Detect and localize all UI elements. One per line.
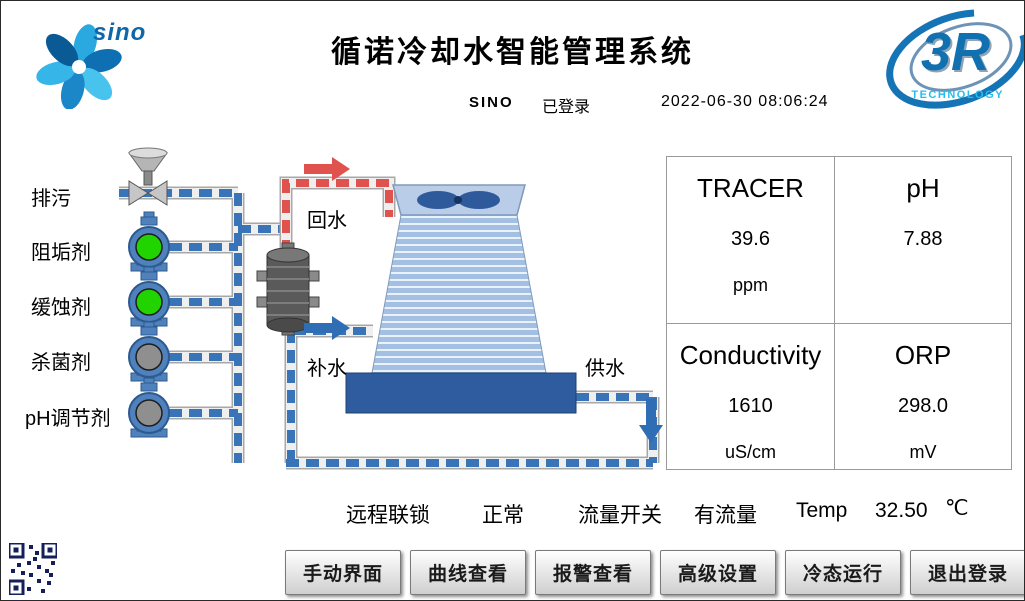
measurement-tracer: TRACER 39.6 ppm <box>667 157 835 324</box>
pump-icon-ph-adjuster <box>128 377 170 438</box>
measurement-unit: mV <box>909 442 937 462</box>
flow-switch-label: 流量开关 <box>578 504 662 527</box>
remote-interlock-value: 正常 <box>482 504 524 527</box>
measurement-value: 298.0 <box>897 395 949 417</box>
pump-icon-corrosion-inhibitor <box>128 266 170 327</box>
label-supply-water: 供水 <box>585 358 625 380</box>
button-curve-view[interactable]: 曲线查看 <box>410 550 526 595</box>
datetime: 2022-06-30 08:06:24 <box>661 93 829 110</box>
button-logout[interactable]: 退出登录 <box>910 550 1024 595</box>
chemical-label-biocide: 杀菌剂 <box>31 352 91 374</box>
logged-in-user: SINO <box>469 94 514 111</box>
return-flow-arrow-icon <box>304 157 350 181</box>
measurement-name: TRACER <box>697 173 804 203</box>
pump-icon-scale-inhibitor <box>128 211 170 272</box>
measurement-ph: pH 7.88 <box>835 157 1011 324</box>
filter-vessel-icon <box>256 242 320 336</box>
3r-logo-text: 3R <box>920 22 990 82</box>
temperature-unit: ℃ <box>945 497 969 520</box>
measurement-name: ORP <box>894 340 952 370</box>
qr-code-icon <box>9 543 57 595</box>
remote-interlock-label: 远程联锁 <box>346 504 430 527</box>
3r-logo: 3R TECHNOLOGY <box>869 1 1024 119</box>
cooling-tower-icon <box>345 184 577 414</box>
makeup-flow-arrow-icon <box>304 316 350 340</box>
measurement-conductivity: Conductivity 1610 uS/cm <box>667 324 835 469</box>
chemical-label-corrosion-inhibitor: 缓蚀剂 <box>31 297 91 319</box>
button-advanced-settings[interactable]: 高级设置 <box>660 550 776 595</box>
temperature-label: Temp <box>796 499 848 522</box>
label-makeup-water: 补水 <box>307 358 347 380</box>
chemical-label-ph-adjuster: pH调节剂 <box>25 408 111 430</box>
measurement-name: pH <box>906 173 940 203</box>
pipe-return-red <box>279 176 396 253</box>
pump-icon-biocide <box>128 321 170 382</box>
3r-logo-subtext: TECHNOLOGY <box>911 89 1004 101</box>
button-cold-run[interactable]: 冷态运行 <box>785 550 901 595</box>
supply-flow-arrow-icon <box>639 399 663 443</box>
measurement-orp: ORP 298.0 mV <box>835 324 1011 469</box>
measurement-value: 7.88 <box>903 228 943 250</box>
drain-valve-icon <box>128 147 168 206</box>
measurement-value: 1610 <box>728 395 773 417</box>
temperature-value: 32.50 <box>875 499 928 522</box>
login-status: 已登录 <box>542 99 591 116</box>
page-title: 循诺冷却水智能管理系统 <box>331 36 694 69</box>
3r-swirl-icon <box>886 9 1024 109</box>
measurement-name: Conductivity <box>679 340 822 370</box>
label-return-water: 回水 <box>307 210 347 232</box>
chemical-label-drain: 排污 <box>31 188 71 210</box>
flow-switch-value: 有流量 <box>694 504 757 527</box>
sino-logo: sino <box>21 7 151 110</box>
button-alarm-view[interactable]: 报警查看 <box>535 550 651 595</box>
sino-logo-text: sino <box>93 19 147 46</box>
measurement-unit: uS/cm <box>724 442 776 462</box>
button-manual-screen[interactable]: 手动界面 <box>285 550 401 595</box>
button-bar: 手动界面 曲线查看 报警查看 高级设置 冷态运行 退出登录 <box>285 550 1024 595</box>
sino-pinwheel-icon <box>36 24 122 110</box>
measurement-unit: ppm <box>732 275 768 295</box>
measurement-value: 39.6 <box>731 228 770 250</box>
chemical-label-scale-inhibitor: 阻垢剂 <box>31 242 91 264</box>
measurements-panel: TRACER 39.6 ppm pH 7.88 Conductivity 161… <box>666 156 1012 470</box>
